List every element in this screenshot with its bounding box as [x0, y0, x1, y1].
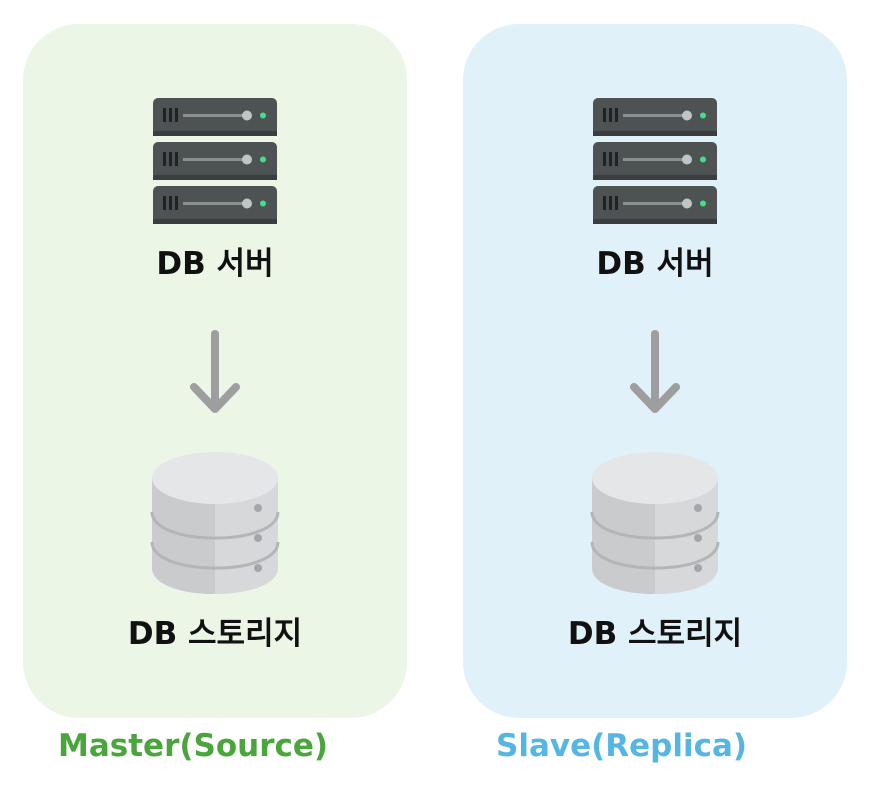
- slave-caption: Slave(Replica): [496, 728, 748, 764]
- slave-panel: DB 서버 DB 스토리지: [463, 24, 847, 718]
- database-icon: [590, 452, 720, 594]
- master-caption: Master(Source): [58, 728, 329, 764]
- server-label: DB 서버: [596, 246, 714, 282]
- arrow-down-icon: [630, 330, 680, 413]
- server-label: DB 서버: [156, 246, 274, 282]
- arrow-down-icon: [190, 330, 240, 413]
- storage-label: DB 스토리지: [127, 616, 303, 652]
- storage-label: DB 스토리지: [567, 616, 743, 652]
- database-icon: [150, 452, 280, 594]
- server-rack-icon: [153, 98, 277, 224]
- server-rack-icon: [593, 98, 717, 224]
- master-panel: DB 서버 DB 스토리지: [23, 24, 407, 718]
